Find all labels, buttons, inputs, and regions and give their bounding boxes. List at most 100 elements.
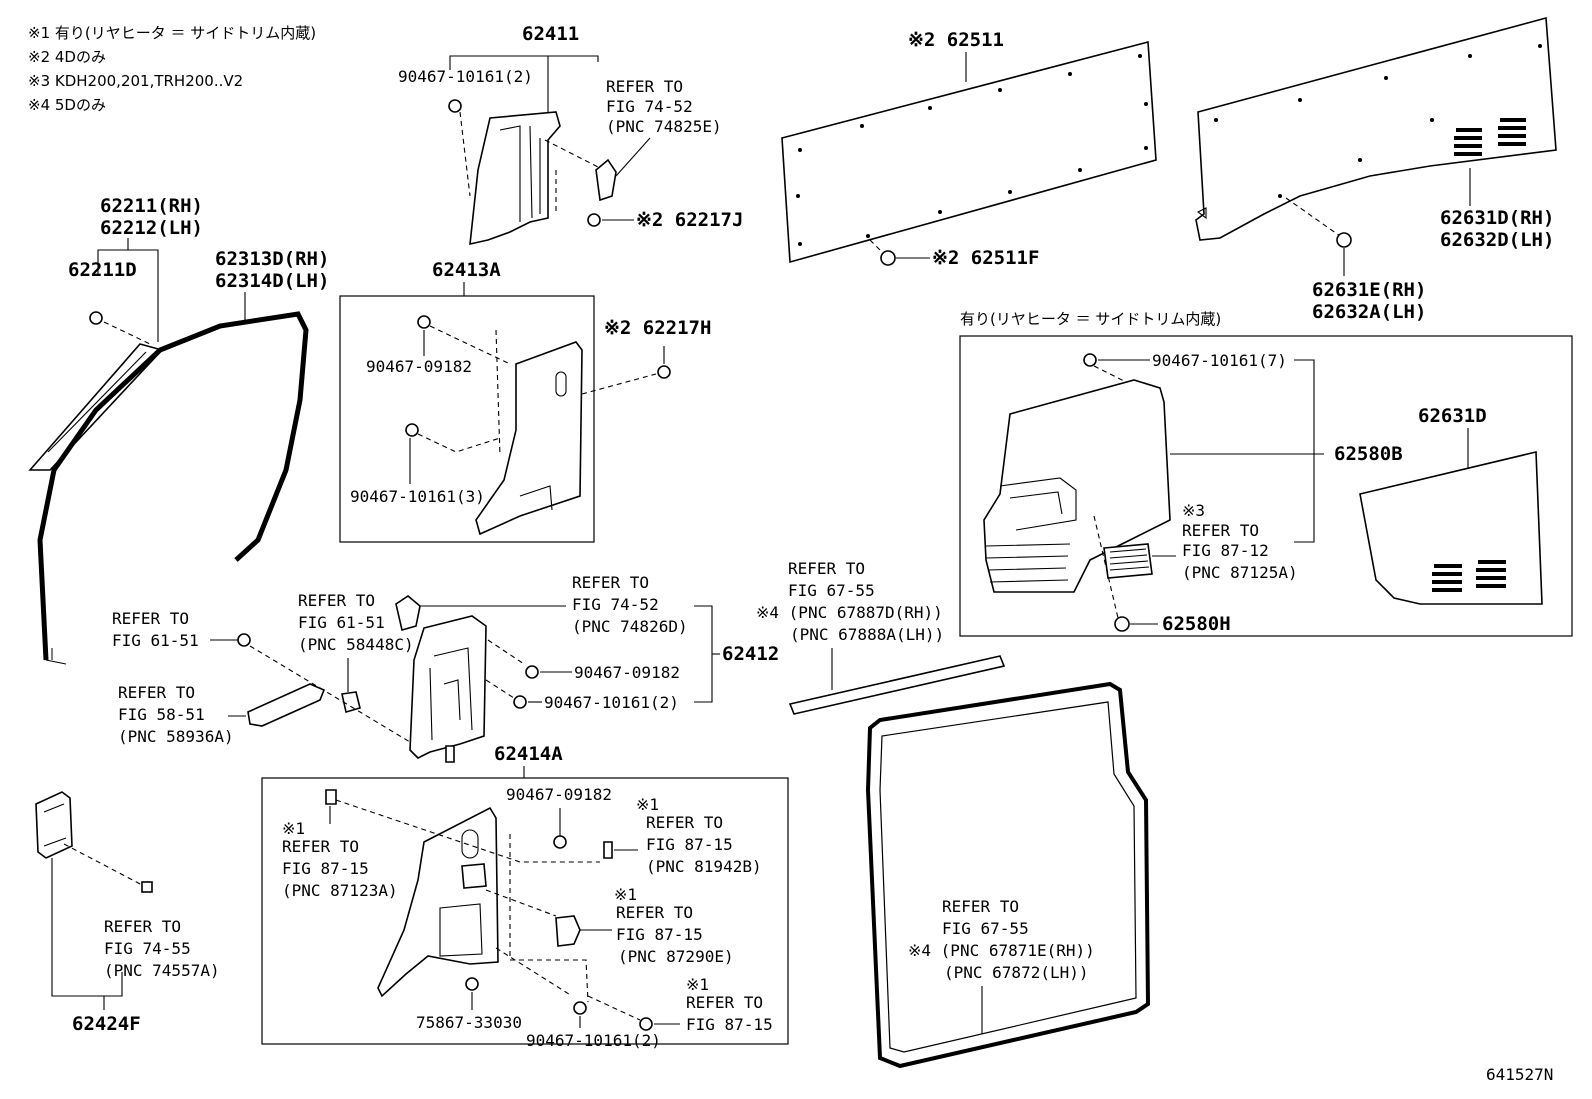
door-weatherstrip — [865, 681, 1151, 1069]
label-62411[interactable]: 62411 — [522, 23, 579, 45]
refer-fig-61-51-a[interactable]: REFER TO FIG 61-51 — [112, 609, 199, 650]
label-90467-09182-b[interactable]: 90467-09182 — [574, 663, 680, 682]
weatherstrip-62313D — [37, 311, 309, 661]
label-62632A-lh[interactable]: 62632A(LH) — [1312, 301, 1426, 323]
part-62414A-group: 62414A 90467-09182 ※1 REFER TO FIG 87-15… — [261, 743, 789, 1050]
part-62412-group: REFER TO FIG 74-52 (PNC 74826D) 62412 RE… — [112, 573, 779, 763]
legend-notes: ※1 有り(リヤヒータ ＝ サイドトリム内蔵) ※2 4Dのみ ※3 KDH20… — [28, 24, 316, 114]
label-62580H[interactable]: 62580H — [1162, 613, 1231, 635]
ref-line: REFER TO — [616, 903, 693, 922]
label-62212-lh[interactable]: 62212(LH) — [100, 217, 203, 239]
label-90467-10161-2-mid[interactable]: 90467-10161(2) — [544, 693, 679, 712]
label-90467-09182-a[interactable]: 90467-09182 — [366, 357, 472, 376]
refer-fig-61-51-b[interactable]: REFER TO FIG 61-51 (PNC 58448C) — [298, 591, 414, 654]
refer-fig-87-15-d[interactable]: ※1 REFER TO FIG 87-15 — [686, 975, 773, 1034]
door-weatherstrip-group: REFER TO FIG 67-55 ※4 (PNC 67887D(RH)) (… — [756, 559, 1151, 1069]
dash-line — [103, 321, 151, 345]
label-62313D-rh[interactable]: 62313D(RH) — [215, 248, 329, 270]
dash-line — [581, 373, 657, 395]
quarter-trim-62413A — [475, 341, 583, 536]
trim-detail — [429, 647, 473, 741]
grab-handle-icon — [595, 158, 617, 202]
refer-fig-87-15-a[interactable]: ※1 REFER TO FIG 87-15 (PNC 81942B) — [636, 795, 762, 876]
label-90467-09182-c[interactable]: 90467-09182 — [506, 785, 612, 804]
ref-line: (PNC 74826D) — [572, 617, 688, 636]
label-62424F[interactable]: 62424F — [72, 1013, 141, 1035]
ref-line: (PNC 87123A) — [282, 881, 398, 900]
panel-notch — [1196, 207, 1207, 220]
note-2: ※2 4Dのみ — [28, 48, 106, 66]
ref-line: (PNC 74557A) — [104, 961, 220, 980]
ref-line: (PNC 87290E) — [618, 947, 734, 966]
ref-line: FIG 74-52 — [606, 97, 693, 116]
refer-fig-74-52-a[interactable]: REFER TO FIG 74-52 (PNC 74825E) — [606, 77, 722, 136]
label-62632D-lh[interactable]: 62632D(LH) — [1440, 229, 1554, 251]
ref-line: FIG 67-55 — [942, 919, 1029, 938]
part-62424F-group: REFER TO FIG 74-55 (PNC 74557A) 62424F — [35, 791, 220, 1035]
ref-line: REFER TO — [112, 609, 189, 628]
ref-line: FIG 87-15 — [616, 925, 703, 944]
ref-line: (PNC 58936A) — [118, 727, 234, 746]
refer-fig-58-51[interactable]: REFER TO FIG 58-51 (PNC 58936A) — [118, 683, 234, 746]
refer-fig-87-15-b[interactable]: ※1 REFER TO FIG 87-15 (PNC 87123A) — [282, 819, 398, 900]
refer-fig-74-55[interactable]: REFER TO FIG 74-55 (PNC 74557A) — [104, 917, 220, 980]
label-90467-10161-2-bot[interactable]: 90467-10161(2) — [526, 1031, 661, 1050]
label-62631D[interactable]: 62631D — [1418, 405, 1487, 427]
refer-fig-74-52-b[interactable]: REFER TO FIG 74-52 (PNC 74826D) — [572, 573, 688, 636]
refer-fig-67-55-bottom[interactable]: REFER TO FIG 67-55 ※4 (PNC 67871E(RH)) (… — [908, 897, 1095, 982]
clip-icon — [445, 745, 455, 763]
label-62631D-rh[interactable]: 62631D(RH) — [1440, 207, 1554, 229]
ref-line: ※3 — [1182, 501, 1205, 520]
label-62211D[interactable]: 62211D — [68, 259, 137, 281]
label-62314D-lh[interactable]: 62314D(LH) — [215, 270, 329, 292]
label-62511[interactable]: ※2 62511 — [908, 29, 1004, 51]
ref-line: REFER TO — [298, 591, 375, 610]
box-62414A — [261, 777, 789, 1045]
clip-icon — [417, 315, 431, 329]
label-62211-rh[interactable]: 62211(RH) — [100, 195, 203, 217]
part-62631D-group: 62631E(RH) 62632A(LH) 62631D(RH) 62632D(… — [1195, 16, 1557, 323]
label-62414A[interactable]: 62414A — [494, 743, 563, 765]
panel-62631D — [1195, 16, 1557, 241]
ref-line: FIG 74-52 — [572, 595, 659, 614]
dash-line — [335, 799, 600, 863]
note-3: ※3 KDH200,201,TRH200..V2 — [28, 72, 243, 90]
sensor-icon — [141, 881, 153, 893]
dash-line — [587, 995, 641, 1021]
label-62217H[interactable]: ※2 62217H — [604, 317, 711, 339]
label-90467-10161-7[interactable]: 90467-10161(7) — [1152, 351, 1287, 370]
clip-icon — [657, 365, 671, 379]
ref-line: REFER TO — [788, 559, 865, 578]
label-62412[interactable]: 62412 — [722, 643, 779, 665]
door-weatherstrip-inner — [879, 701, 1137, 1053]
dash-line — [417, 433, 501, 453]
leader — [51, 858, 123, 997]
ref-line: ※1 — [686, 975, 709, 994]
ref-line: (PNC 67888A(LH)) — [790, 625, 944, 644]
connector-icon — [555, 915, 581, 947]
pillar-trim-62412 — [409, 615, 487, 759]
label-62631E-rh[interactable]: 62631E(RH) — [1312, 279, 1426, 301]
leader — [615, 137, 651, 177]
ref-line: REFER TO — [942, 897, 1019, 916]
trim-detail — [499, 125, 541, 222]
leader-62411 — [449, 55, 549, 112]
label-75867-33030[interactable]: 75867-33030 — [416, 1013, 522, 1032]
label-62580B[interactable]: 62580B — [1334, 443, 1403, 465]
label-62413A[interactable]: 62413A — [432, 259, 501, 281]
ref-line: FIG 87-12 — [1182, 541, 1269, 560]
refer-fig-87-12[interactable]: ※3 REFER TO FIG 87-12 (PNC 87125A) — [1182, 501, 1298, 582]
clip-icon — [587, 213, 601, 227]
heater-box-title: 有り(リヤヒータ ＝ サイドトリム内蔵) — [960, 310, 1221, 328]
refer-fig-67-55-top[interactable]: REFER TO FIG 67-55 ※4 (PNC 67887D(RH)) (… — [756, 559, 944, 644]
refer-fig-87-15-c[interactable]: ※1 REFER TO FIG 87-15 (PNC 87290E) — [614, 885, 734, 966]
label-62217J[interactable]: ※2 62217J — [636, 209, 743, 231]
label-62511F[interactable]: ※2 62511F — [932, 247, 1039, 269]
ref-line: ※1 — [636, 795, 659, 814]
label-90467-10161-2-top[interactable]: 90467-10161(2) — [398, 67, 533, 86]
clip-icon — [525, 665, 539, 679]
clip-icon — [1336, 232, 1352, 248]
label-90467-10161-3[interactable]: 90467-10161(3) — [350, 487, 485, 506]
ref-line: FIG 87-15 — [686, 1015, 773, 1034]
